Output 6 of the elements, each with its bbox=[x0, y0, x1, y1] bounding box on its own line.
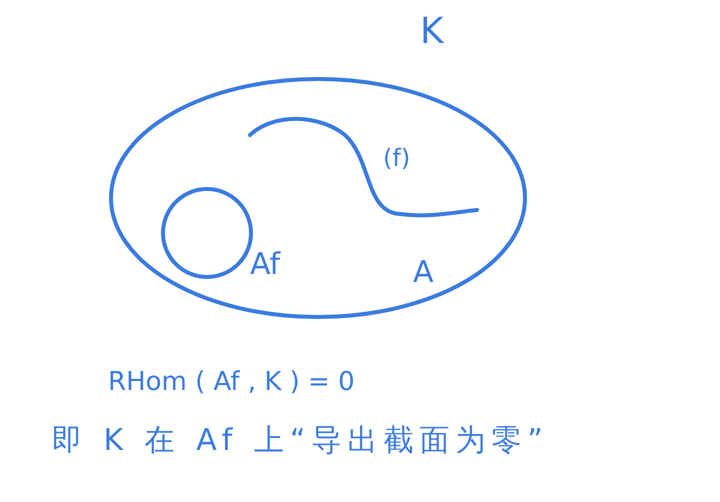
equation: RHom ( Af , K ) = 0 bbox=[108, 368, 355, 397]
curve-label: (f) bbox=[383, 145, 410, 172]
region-label: Af bbox=[250, 248, 280, 281]
region-label: A bbox=[413, 256, 434, 289]
explanation-text: 即 K 在 Af 上“导出截面为零” bbox=[52, 424, 549, 457]
set-label: K bbox=[420, 12, 444, 52]
